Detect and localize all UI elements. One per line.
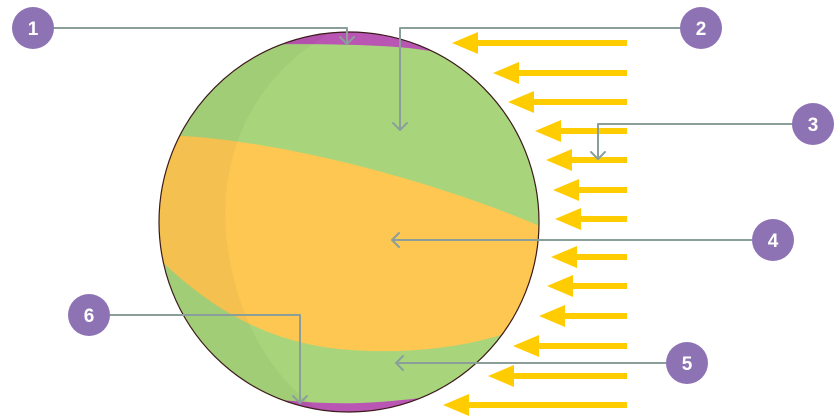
callout-badge-6: 6: [68, 294, 110, 336]
globe: [159, 32, 539, 412]
callout-badge-1: 1: [12, 7, 54, 49]
callout-line-2: [399, 27, 681, 131]
callout-badge-3: 3: [792, 103, 834, 145]
sun-ray: [513, 335, 627, 357]
sun-ray: [508, 91, 627, 113]
callout-line-6: [109, 314, 301, 404]
sun-ray: [546, 149, 627, 171]
callout-arrowhead-6: [292, 395, 308, 404]
sun-ray: [547, 275, 627, 297]
callout-number-3: 3: [808, 115, 819, 136]
callout-arrowhead-4: [391, 232, 400, 248]
callout-number-1: 1: [28, 19, 39, 40]
callout-line-3: [597, 123, 811, 160]
callout-number-4: 4: [768, 231, 779, 252]
callout-line-1: [53, 27, 348, 45]
sun-ray: [539, 305, 627, 327]
callout-badge-2: 2: [680, 7, 722, 49]
callout-badge-4: 4: [752, 219, 794, 261]
tropical-zone: [159, 134, 539, 352]
callout-badges: 1 2 3 4 5 6: [12, 7, 834, 384]
callout-arrowhead-2: [392, 122, 408, 131]
globe-outline: [158, 31, 540, 413]
sun-rays: [443, 32, 627, 416]
sun-ray: [488, 365, 627, 387]
callout-number-2: 2: [696, 19, 707, 40]
sun-ray: [535, 120, 627, 142]
callout-arrowhead-1: [339, 36, 355, 45]
callout-number-6: 6: [84, 306, 95, 327]
callout-badge-5: 5: [666, 342, 708, 384]
sun-ray: [553, 179, 627, 201]
callout-lines: [53, 27, 811, 404]
callout-number-5: 5: [682, 354, 693, 375]
sun-ray: [443, 394, 627, 416]
sun-ray: [493, 62, 627, 84]
sun-ray: [555, 208, 627, 230]
callout-arrowhead-5: [395, 355, 404, 371]
sun-ray: [452, 32, 627, 54]
sun-ray: [551, 246, 627, 268]
callout-arrowhead-3: [590, 151, 606, 160]
